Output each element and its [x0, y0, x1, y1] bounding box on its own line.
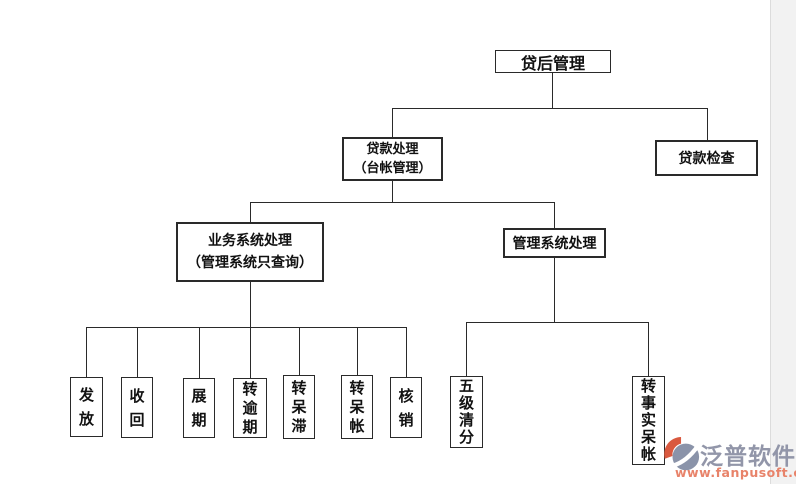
- node-label: 展期: [191, 387, 207, 429]
- node-label: 管理系统处理: [512, 236, 597, 252]
- node-leaf-recover: 收回: [121, 377, 153, 438]
- node-label: （台帐管理）: [353, 161, 432, 176]
- node-label: 发放: [78, 386, 94, 428]
- watermark-brand: 泛普软件: [700, 444, 796, 470]
- connector-line: [392, 108, 393, 138]
- node-label: 转逾期: [242, 379, 258, 436]
- node-leaf-to-bad-debt: 转呆帐: [341, 375, 373, 439]
- node-label: 转呆滞: [291, 378, 307, 435]
- node-leaf-to-actual-bad-debt: 转事实呆帐: [632, 376, 665, 465]
- node-label: 业务系统处理: [208, 233, 292, 249]
- connector-line: [250, 327, 251, 379]
- connector-line: [86, 327, 87, 378]
- right-gutter: [770, 0, 796, 484]
- connector-line: [250, 282, 251, 327]
- node-loan-processing: 贷款处理 （台帐管理）: [342, 137, 443, 181]
- node-business-system-processing: 业务系统处理 （管理系统只查询）: [176, 222, 324, 282]
- connector-line: [466, 322, 467, 376]
- fanpu-logo-icon: [664, 436, 700, 471]
- connector-line: [250, 202, 555, 203]
- node-label: 贷后管理: [520, 53, 585, 73]
- connector-line: [357, 327, 358, 376]
- connector-line: [554, 258, 555, 322]
- node-leaf-issue: 发放: [70, 377, 103, 437]
- node-loan-inspection: 贷款检查: [655, 140, 758, 176]
- connector-line: [137, 327, 138, 378]
- node-label: 核销: [398, 386, 414, 429]
- connector-line: [392, 181, 393, 203]
- connector-line: [392, 108, 708, 109]
- node-leaf-extension: 展期: [183, 378, 215, 438]
- node-label: 贷款检查: [678, 151, 735, 167]
- watermark-url: www.fanpusoft.com: [675, 465, 796, 480]
- connector-line: [299, 327, 300, 376]
- connector-line: [648, 322, 649, 376]
- node-label: （管理系统只查询）: [187, 255, 313, 271]
- connector-line: [554, 202, 555, 229]
- node-management-system-processing: 管理系统处理: [503, 228, 606, 258]
- connector-line: [199, 327, 200, 379]
- node-label: 贷款处理: [366, 142, 419, 157]
- node-leaf-to-overdue: 转逾期: [233, 378, 267, 438]
- node-label: 五级清分: [458, 377, 474, 446]
- connector-line: [707, 108, 708, 141]
- connector-line: [86, 327, 407, 328]
- node-label: 收回: [129, 386, 145, 429]
- node-post-loan-management: 贷后管理: [495, 50, 611, 73]
- node-leaf-to-sluggish: 转呆滞: [283, 375, 315, 439]
- connector-line: [250, 202, 251, 223]
- node-label: 转呆帐: [349, 378, 365, 435]
- connector-line: [406, 327, 407, 378]
- connector-line: [466, 322, 649, 323]
- connector-line: [552, 73, 553, 108]
- node-leaf-write-off: 核销: [390, 377, 422, 438]
- node-leaf-five-level-classification: 五级清分: [450, 376, 483, 448]
- node-label: 转事实呆帐: [640, 377, 656, 463]
